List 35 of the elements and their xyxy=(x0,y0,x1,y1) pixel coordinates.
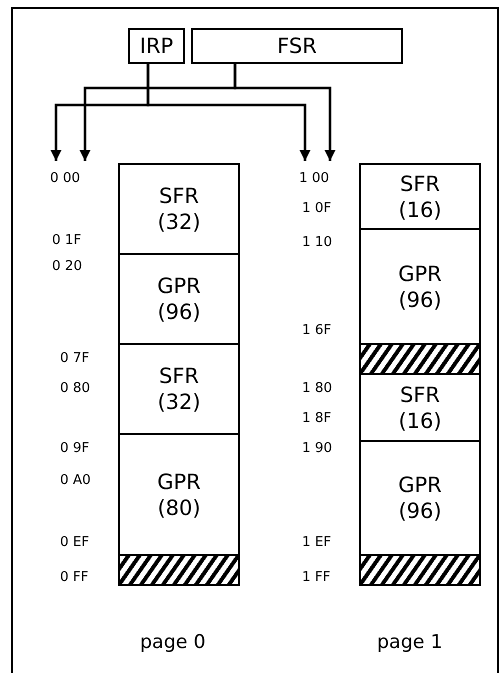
address-label: 0 00 xyxy=(50,170,80,186)
address-label: 1 FF xyxy=(302,569,330,585)
register-box: FSR xyxy=(191,28,403,64)
page-caption: page 1 xyxy=(377,630,443,654)
address-label: 0 20 xyxy=(52,258,82,274)
unused-memory-bar xyxy=(118,554,240,586)
memory-block: SFR (16) xyxy=(359,163,481,230)
memory-block: SFR (32) xyxy=(118,343,240,435)
address-label: 0 9F xyxy=(60,440,90,456)
page-caption: page 0 xyxy=(140,630,206,654)
register-box: IRP xyxy=(128,28,185,64)
memory-block: GPR (96) xyxy=(359,440,481,556)
unused-memory-bar xyxy=(359,554,481,586)
address-label: 0 FF xyxy=(60,569,88,585)
unused-memory-bar xyxy=(359,343,481,375)
address-label: 1 8F xyxy=(302,410,332,426)
arrow xyxy=(146,64,311,161)
address-label: 0 EF xyxy=(60,534,90,550)
arrow xyxy=(234,64,336,161)
address-label: 1 90 xyxy=(302,440,332,456)
address-label: 1 0F xyxy=(302,200,332,216)
memory-block: GPR (96) xyxy=(359,228,481,345)
address-label: 1 6F xyxy=(302,322,332,338)
address-label: 1 10 xyxy=(302,234,332,250)
memory-block: GPR (80) xyxy=(118,433,240,556)
address-label: 0 7F xyxy=(60,350,90,366)
address-label: 0 80 xyxy=(60,380,90,396)
address-label: 1 00 xyxy=(299,170,330,186)
address-label: 1 EF xyxy=(302,534,332,550)
memory-block: SFR (16) xyxy=(359,373,481,442)
address-label: 1 80 xyxy=(302,380,332,396)
address-label: 0 A0 xyxy=(60,472,91,488)
address-label: 0 1F xyxy=(52,232,82,248)
memory-block: GPR (96) xyxy=(118,253,240,345)
memory-block: SFR (32) xyxy=(118,163,240,255)
